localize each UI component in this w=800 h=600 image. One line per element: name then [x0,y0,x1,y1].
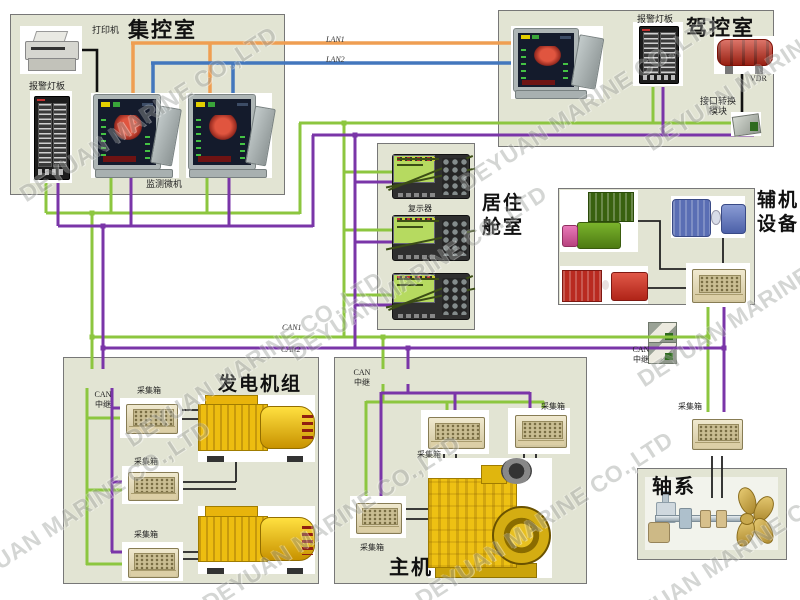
zone-title-main-engine: 主机 [389,557,433,579]
zone-title-aux-line2: 设备 [757,214,800,235]
interface-module-label-line1: 接口转换 [699,96,736,106]
collection-box-label: 采集箱 [417,450,441,459]
interface-module-label: 接口转换 模块 [696,96,740,116]
alarm-panel-card-bridge [633,22,683,86]
repeater-2 [386,215,476,261]
repeater-label: 复示器 [408,204,432,213]
can2-label: CAN2 [281,345,301,354]
zone-title-living-quarters: 居住 舱室 [482,192,524,240]
can-repeater-label-trunk: CAN 中继 [626,345,656,365]
can-repeater-label-line1: CAN [353,368,371,377]
repeater-lcd [386,274,476,311]
can-repeater-label-line1: CAN [94,390,112,399]
zone-title-central-control: 集控室 [128,18,197,42]
repeater-keypad [441,219,467,257]
collection-box-shaft [692,419,743,450]
collection-box-label: 采集箱 [137,386,161,395]
repeater-keypad [441,158,467,195]
alarm-panel-label-cc: 报警灯板 [29,81,66,91]
alarm-panel-image [639,26,679,84]
collection-box-aux-card [686,263,750,307]
printer-label: 打印机 [92,25,120,35]
can1-label: CAN1 [282,323,302,332]
collection-box-main-left [356,503,402,534]
main-engine-image [428,458,552,578]
collection-box-gen2 [128,472,179,501]
interface-module-label-line2: 模块 [708,106,727,116]
collection-box-label: 采集箱 [360,543,384,552]
collection-box-main-right-card [508,408,570,454]
monitor-1 [91,93,182,178]
collection-box-main-mid-card [421,410,489,454]
monitor-bezel [513,28,579,92]
monitor-base [515,90,587,99]
zone-title-aux-equipment: 辅机 设备 [757,189,799,237]
generator-1 [198,395,315,462]
zone-title-bridge-control: 驾控室 [686,16,755,40]
alarm-panel-image [34,96,70,180]
collection-box-aux [692,269,746,303]
vdr-label: VDR [750,74,767,83]
monitor-2 [186,93,276,178]
monitor-base [189,169,267,178]
aux-green-pump-unit [560,190,638,252]
repeater-1 [386,154,476,199]
collection-box-gen2-card [122,466,183,504]
repeater-3 [386,273,476,320]
collection-box-gen1 [126,404,178,434]
collection-box-main-left-card [350,496,406,538]
can-repeater-label-main: CAN 中继 [347,368,377,388]
lan1-label: LAN1 [326,35,345,44]
collection-box-main-right [515,415,567,448]
alarm-panel-card-cc [30,91,72,183]
zone-title-aux-line1: 辅机 [757,190,800,211]
collection-box-label: 采集箱 [134,457,158,466]
repeater-keypad [441,277,467,316]
lan2-label: LAN2 [326,55,345,64]
collection-box-label: 采集箱 [678,402,702,411]
collection-box-gen1-card [120,398,182,438]
can-repeater-label-line2: 中继 [354,378,370,387]
monitors-label: 监测微机 [146,179,183,189]
monitor-screen [98,99,156,165]
zone-title-generator-sets: 发电机组 [218,374,303,395]
collection-box-shaft-card [686,412,746,456]
can-repeater-label-line2: 中继 [95,400,111,409]
aux-red-compressor-unit [560,266,649,304]
can-repeater-label-gen: CAN 中继 [88,390,118,410]
printer-image [22,28,80,72]
can-repeater-module-trunk-1 [648,322,677,344]
repeater-lcd [386,155,476,191]
collection-box-label: 采集箱 [541,402,565,411]
bridge-monitor [511,26,605,99]
generator-2 [198,506,315,574]
collection-box-gen3-card [122,542,183,581]
monitor-base [95,169,173,178]
printer-card [20,26,82,74]
can-repeater-label-line2: 中继 [633,355,649,364]
repeater-lcd [386,216,476,250]
alarm-panel-label-bridge: 报警灯板 [637,14,674,24]
collection-box-main-mid [428,417,485,449]
monitor-screen [518,33,574,87]
zone-title-living-quarters-line1: 居住 [482,193,525,214]
aux-blue-motor-unit [671,196,746,238]
collection-box-gen3 [128,548,179,578]
can-repeater-label-line1: CAN [632,345,650,354]
monitor-screen [193,99,251,165]
zone-title-living-quarters-line2: 舱室 [482,217,525,238]
collection-box-label: 采集箱 [134,530,158,539]
zone-title-shafting: 轴系 [652,476,696,498]
